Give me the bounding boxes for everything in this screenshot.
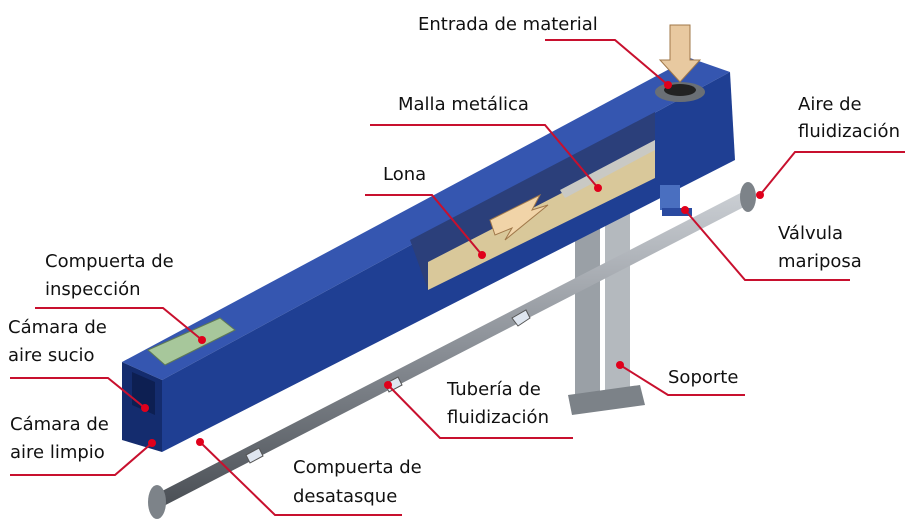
fluidization-pipe <box>148 182 756 519</box>
label-compuerta-insp-1: Compuerta de <box>45 251 174 272</box>
label-aire-2: fluidización <box>798 121 900 142</box>
label-sucio-1: Cámara de <box>8 317 107 338</box>
label-valvula-2: mariposa <box>778 251 862 272</box>
label-sucio-2: aire sucio <box>8 345 95 366</box>
label-compuerta-insp-2: inspección <box>45 279 141 300</box>
label-valvula-1: Válvula <box>778 223 844 244</box>
label-tuberia-1: Tubería de <box>447 379 541 400</box>
leader-lines <box>10 39 905 516</box>
butterfly-valve <box>660 185 692 216</box>
label-entrada: Entrada de material <box>418 14 598 35</box>
label-lona: Lona <box>383 164 427 185</box>
label-desatasque-1: Compuerta de <box>293 457 422 478</box>
label-aire-1: Aire de <box>798 94 862 115</box>
label-tuberia-2: fluidización <box>447 407 549 428</box>
label-limpio-1: Cámara de <box>10 414 109 435</box>
label-soporte: Soporte <box>668 367 739 388</box>
leader-dots <box>141 81 764 447</box>
label-malla: Malla metálica <box>398 94 529 115</box>
label-limpio-2: aire limpio <box>10 442 105 463</box>
label-desatasque-2: desatasque <box>293 486 398 507</box>
conveyor-body <box>122 58 735 452</box>
material-inlet <box>655 24 705 102</box>
